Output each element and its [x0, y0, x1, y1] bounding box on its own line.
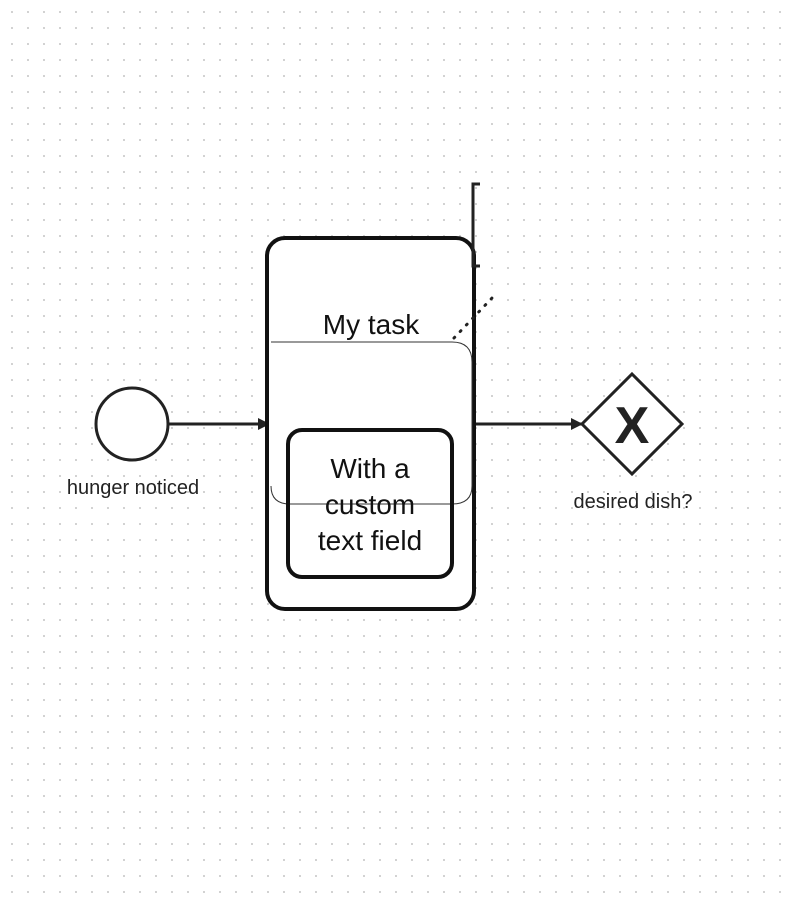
- association-dotted[interactable]: [452, 296, 494, 340]
- start-event[interactable]: [94, 386, 170, 462]
- task-inner-frame: [270, 341, 473, 505]
- task-label: My task: [323, 309, 420, 340]
- gateway-x-marker: X: [615, 397, 650, 455]
- custom-text-field-line-1: With a: [330, 453, 410, 484]
- custom-text-field[interactable]: [286, 428, 454, 579]
- start-event-label: hunger noticed: [67, 477, 199, 499]
- exclusive-gateway[interactable]: [579, 371, 685, 477]
- text-annotation-bracket[interactable]: [471, 182, 480, 268]
- custom-text-field-line-2: custom: [325, 489, 415, 520]
- task-my-task[interactable]: [265, 236, 476, 611]
- gateway-label: desired dish?: [574, 491, 693, 513]
- custom-text-field-line-3: text field: [318, 525, 422, 556]
